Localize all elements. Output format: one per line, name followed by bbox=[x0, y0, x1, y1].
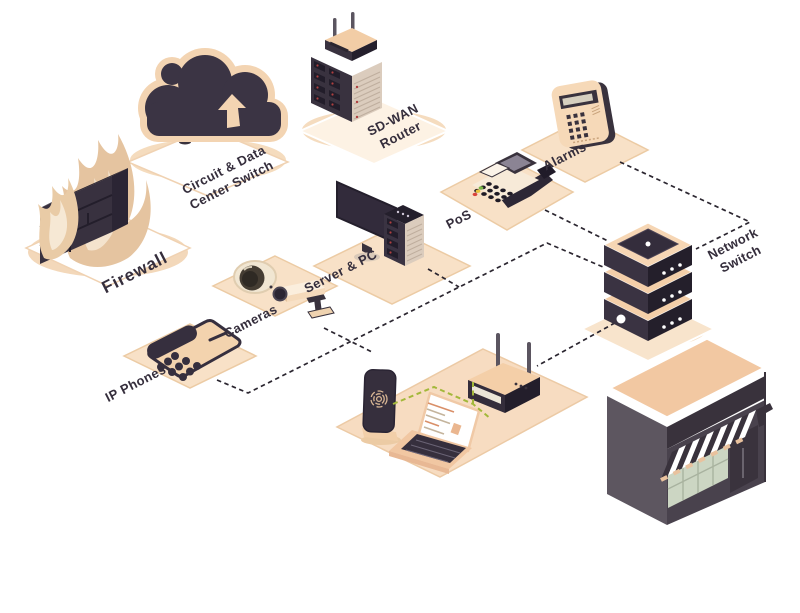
wireless-links bbox=[392, 381, 492, 420]
storefront-icon bbox=[604, 334, 773, 525]
awning-icon bbox=[660, 403, 773, 482]
link-ipphones-switch bbox=[216, 242, 604, 394]
connection-lines bbox=[216, 161, 752, 394]
sdwan-router-icon bbox=[311, 12, 382, 122]
ip-phone-icon bbox=[147, 319, 242, 381]
link-pos-switch bbox=[544, 209, 609, 242]
link-cameras-trunk bbox=[323, 327, 375, 354]
cloud-icon bbox=[138, 48, 288, 145]
firewall-icon bbox=[38, 134, 151, 267]
laptop-icon bbox=[389, 391, 481, 474]
fingerprint-icon bbox=[370, 390, 388, 408]
alarm-panel-icon bbox=[551, 80, 616, 150]
branch-devices bbox=[361, 333, 540, 474]
switch-port-dot bbox=[616, 314, 626, 324]
wifi-router-icon bbox=[468, 333, 540, 413]
upload-arrow-icon bbox=[218, 94, 246, 128]
link-server-trunk bbox=[427, 268, 460, 288]
network-switch-icon bbox=[602, 222, 694, 341]
smartphone-icon bbox=[361, 369, 401, 445]
link-switch-router bbox=[536, 318, 623, 367]
pos-terminal-icon bbox=[472, 152, 556, 208]
server-pc-icon bbox=[336, 180, 424, 266]
camera-icons bbox=[233, 260, 335, 319]
laptop-screen-code bbox=[423, 402, 455, 435]
